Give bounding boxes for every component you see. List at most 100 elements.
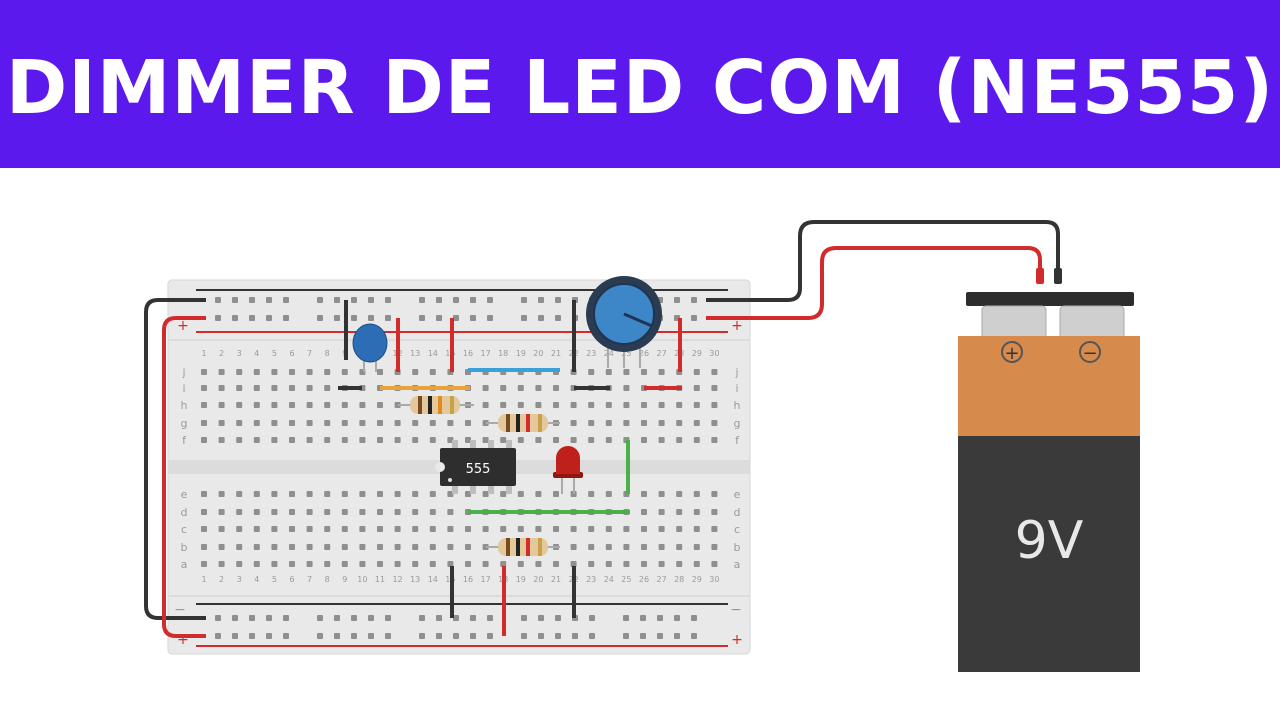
breadboard-hole [253, 385, 260, 391]
breadboard-hole [419, 615, 425, 621]
row-letter: f [735, 434, 740, 447]
column-number: 7 [307, 575, 312, 584]
breadboard-hole [570, 526, 577, 532]
breadboard-hole [289, 509, 295, 515]
breadboard-hole [674, 633, 680, 639]
breadboard-hole [271, 526, 278, 532]
breadboard-hole [385, 615, 391, 621]
breadboard-hole [500, 402, 507, 408]
column-number: 26 [639, 575, 649, 584]
breadboard-hole [249, 297, 255, 303]
breadboard-hole [377, 509, 383, 515]
row-letter: a [734, 558, 741, 571]
breadboard-hole [377, 437, 383, 443]
breadboard-hole [317, 633, 323, 639]
breadboard-hole [436, 297, 442, 303]
column-number: 4 [254, 575, 259, 584]
row-letter: d [734, 506, 741, 519]
breadboard-hole [711, 491, 718, 497]
title-banner: DIMMER DE LED COM (NE555) [0, 0, 1280, 168]
breadboard-hole [218, 369, 225, 375]
breadboard-hole [368, 315, 374, 321]
breadboard-hole [453, 615, 459, 621]
breadboard-hole [693, 402, 700, 408]
breadboard-hole [623, 615, 629, 621]
breadboard-hole [658, 402, 665, 408]
breadboard-hole [447, 437, 454, 443]
column-number: 28 [674, 575, 684, 584]
battery-minus-marker [1079, 341, 1101, 363]
breadboard-hole [693, 420, 700, 426]
breadboard-hole [517, 526, 524, 532]
breadboard-hole [517, 561, 524, 567]
breadboard-hole [317, 297, 323, 303]
battery-red-lead [706, 246, 1042, 320]
breadboard-hole [482, 420, 489, 426]
breadboard-hole [436, 633, 442, 639]
column-number: 3 [237, 575, 242, 584]
breadboard-hole [538, 633, 544, 639]
breadboard-hole [447, 526, 454, 532]
breadboard-hole [641, 526, 647, 532]
column-number: 13 [410, 575, 420, 584]
battery-top-cap [966, 292, 1134, 306]
breadboard-hole [359, 526, 366, 532]
breadboard-hole [605, 369, 612, 375]
row-letter: f [182, 434, 187, 447]
breadboard-hole [266, 615, 272, 621]
column-number: 29 [692, 575, 702, 584]
breadboard-hole [641, 437, 647, 443]
breadboard-hole [324, 402, 331, 408]
breadboard-hole [674, 615, 680, 621]
breadboard-hole [253, 437, 260, 443]
breadboard-hole [429, 561, 436, 567]
breadboard-hole [306, 369, 313, 375]
breadboard-hole [289, 402, 295, 408]
breadboard-hole [436, 615, 442, 621]
breadboard-hole [447, 509, 454, 515]
breadboard-hole [368, 297, 374, 303]
breadboard-hole [482, 385, 489, 391]
breadboard-hole [447, 420, 454, 426]
breadboard-hole [271, 437, 278, 443]
breadboard-hole [470, 615, 476, 621]
breadboard-hole [359, 561, 366, 567]
breadboard-hole [201, 369, 207, 375]
breadboard-hole [236, 420, 243, 426]
breadboard-hole [201, 385, 207, 391]
breadboard-hole [236, 491, 243, 497]
breadboard-hole [623, 385, 630, 391]
breadboard-hole [465, 437, 471, 443]
breadboard-hole [266, 315, 272, 321]
breadboard-hole [324, 509, 331, 515]
column-number: 10 [357, 575, 367, 584]
breadboard-hole [341, 437, 348, 443]
column-number: 8 [325, 575, 330, 584]
breadboard-hole [588, 526, 595, 532]
breadboard-hole [271, 402, 278, 408]
breadboard-hole [201, 526, 207, 532]
battery-black-lead [706, 220, 1060, 302]
breadboard-hole [605, 420, 612, 426]
column-number: 1 [201, 575, 206, 584]
breadboard-hole [351, 615, 357, 621]
resistor [486, 538, 560, 556]
column-number: 19 [516, 349, 526, 358]
column-number: 27 [657, 349, 667, 358]
breadboard-hole [470, 633, 476, 639]
resistor [486, 414, 560, 432]
breadboard-hole [555, 615, 561, 621]
battery-body [958, 436, 1140, 672]
breadboard-hole [691, 297, 697, 303]
breadboard-hole [377, 561, 383, 567]
breadboard-hole [253, 526, 260, 532]
breadboard-hole [289, 561, 295, 567]
breadboard-hole [232, 633, 238, 639]
column-number: 26 [639, 349, 649, 358]
breadboard-hole [482, 526, 489, 532]
breadboard-hole [412, 526, 419, 532]
breadboard-hole [306, 561, 313, 567]
breadboard-hole [693, 561, 700, 567]
breadboard-hole [271, 491, 278, 497]
rail-minus-symbol: − [730, 602, 742, 618]
